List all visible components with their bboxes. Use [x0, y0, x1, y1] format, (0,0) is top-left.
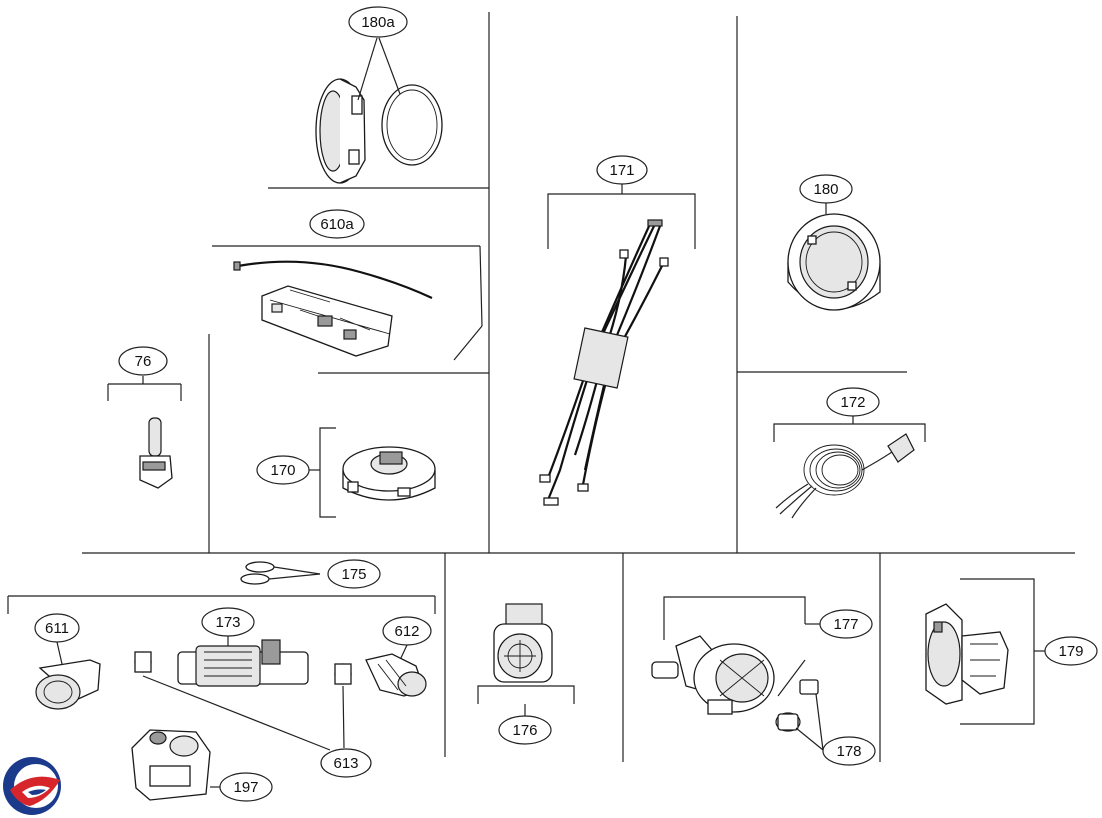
callout-612: 612	[382, 616, 432, 646]
svg-text:180: 180	[813, 181, 838, 198]
svg-text:176: 176	[512, 722, 537, 739]
callout-180a: 180a	[348, 6, 408, 38]
svg-text:613: 613	[333, 755, 358, 772]
callout-613: 613	[320, 748, 372, 778]
svg-text:76: 76	[135, 353, 152, 370]
callout-179: 179	[1044, 636, 1098, 666]
callout-177: 177	[819, 609, 873, 639]
callout-180: 180	[799, 174, 853, 204]
part-178-clip	[775, 679, 824, 751]
callout-76: 76	[118, 346, 168, 376]
callout-176: 176	[498, 715, 552, 745]
callout-175: 175	[327, 559, 381, 589]
svg-text:612: 612	[394, 623, 419, 640]
part-197-pump-assembly	[131, 729, 222, 801]
part-76-sensor	[107, 376, 182, 489]
part-170-disc-unit	[309, 427, 436, 518]
group-bracket-sump	[7, 595, 436, 614]
callout-173: 173	[201, 607, 255, 637]
svg-text:175: 175	[341, 566, 366, 583]
svg-text:611: 611	[45, 620, 69, 637]
callout-170: 170	[256, 455, 310, 485]
svg-text:177: 177	[833, 616, 858, 633]
part-611-hose-elbow	[35, 641, 101, 710]
svg-text:171: 171	[609, 162, 634, 179]
part-612-hose-elbow	[365, 644, 427, 697]
svg-text:170: 170	[270, 462, 295, 479]
svg-text:178: 178	[836, 743, 861, 760]
svg-text:197: 197	[233, 779, 258, 796]
svg-text:610a: 610a	[320, 216, 354, 233]
part-176-circulation-pump	[477, 603, 575, 716]
part-179-module	[925, 578, 1045, 725]
callout-178: 178	[822, 736, 876, 766]
part-180-housing-ring	[787, 203, 881, 311]
callout-611: 611	[34, 613, 80, 643]
svg-text:173: 173	[215, 614, 240, 631]
part-610a-control-board	[212, 245, 483, 361]
callout-610a: 610a	[309, 209, 365, 239]
svg-text:172: 172	[840, 394, 865, 411]
part-171-wiring-harness	[539, 184, 696, 506]
part-173-heater-sump	[134, 636, 352, 687]
section-dividers	[82, 12, 1075, 762]
part-177-drain-pump	[651, 596, 820, 715]
part-175-o-rings	[240, 561, 321, 585]
svg-text:180a: 180a	[361, 14, 395, 31]
callout-172: 172	[826, 387, 880, 417]
part-172-power-cord	[773, 415, 926, 519]
part-180a-seal-rings	[315, 37, 443, 184]
callout-171: 171	[596, 155, 648, 185]
leader-613	[142, 675, 345, 751]
brand-logo-icon	[3, 757, 61, 815]
callout-197: 197	[219, 772, 273, 802]
svg-text:179: 179	[1058, 643, 1083, 660]
